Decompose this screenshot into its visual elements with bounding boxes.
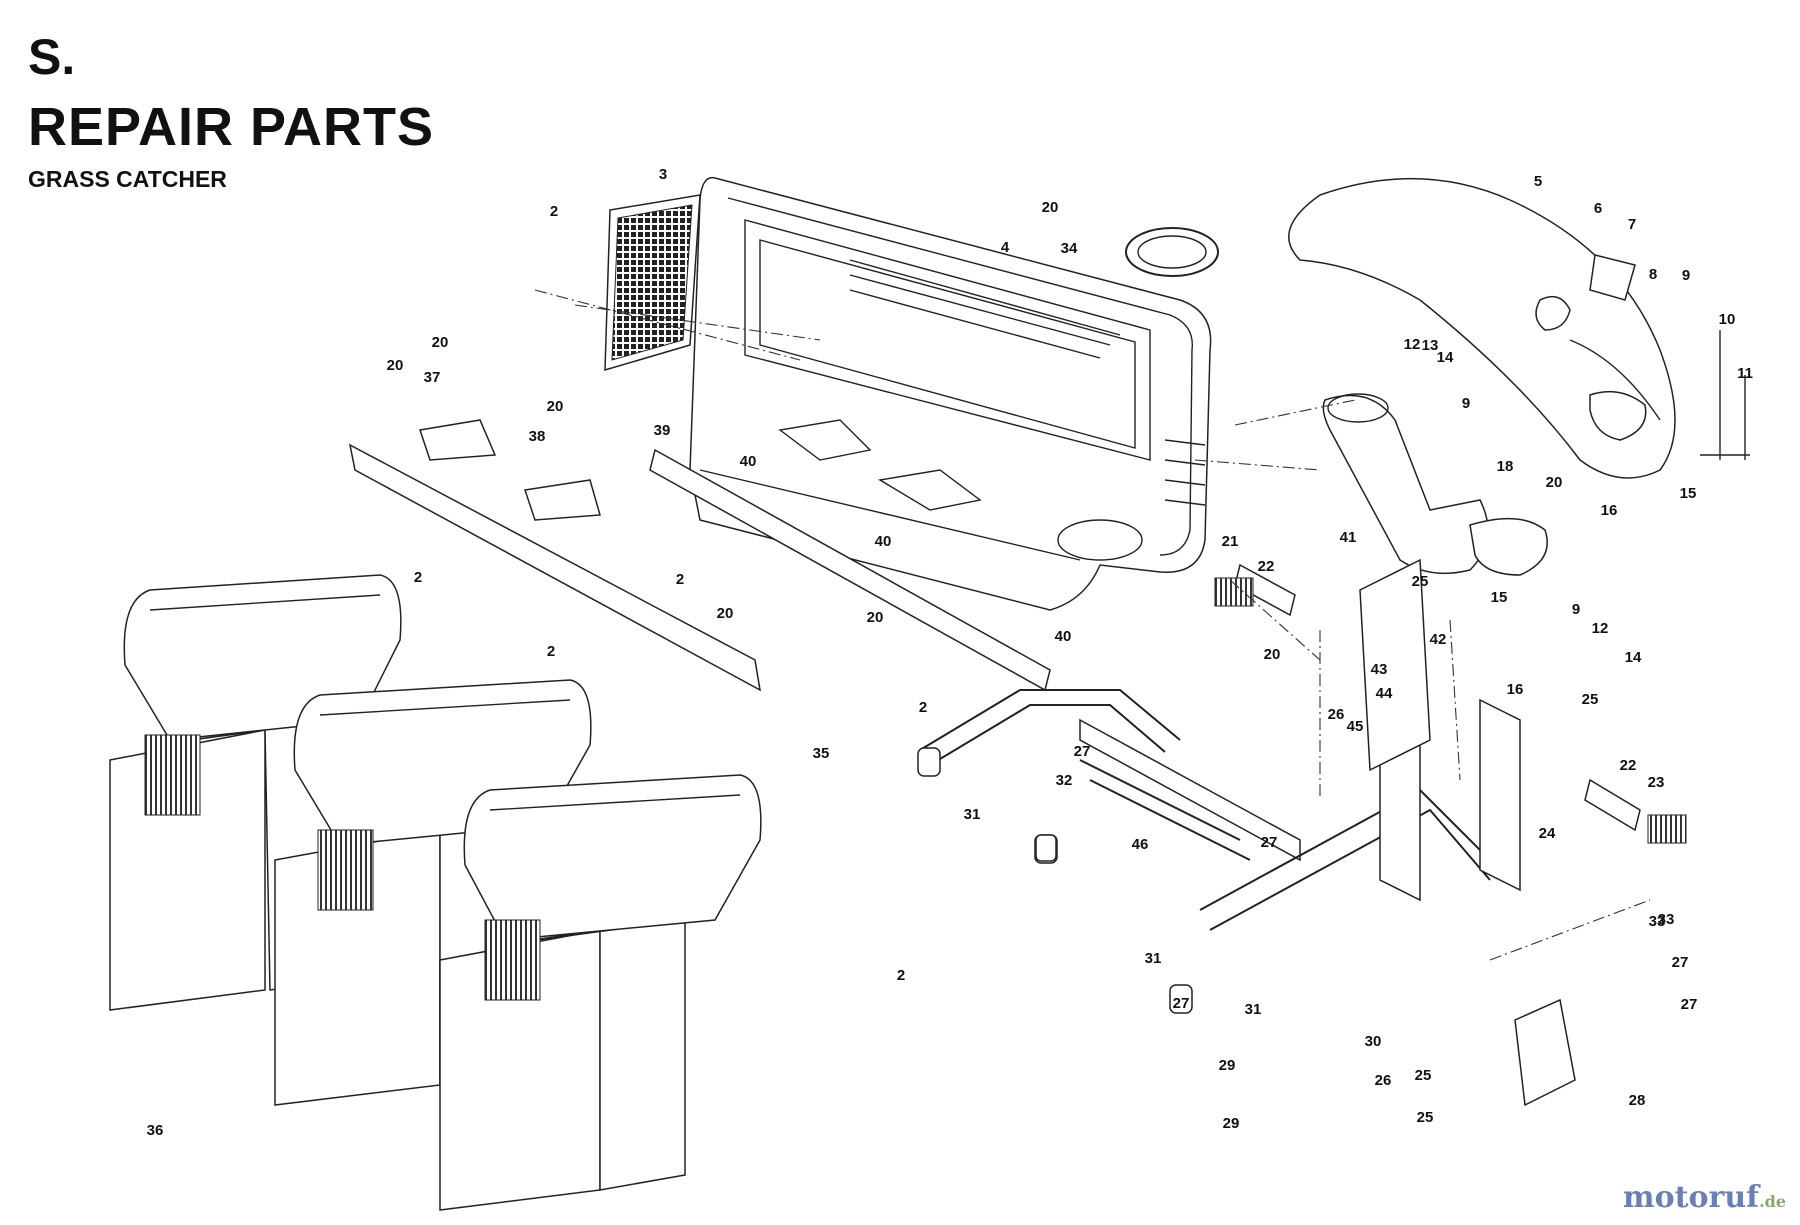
part-callout: 45	[1347, 718, 1364, 735]
part-callout: 22	[1620, 757, 1637, 774]
part-callout: 2	[897, 967, 905, 984]
part-callout: 20	[867, 609, 884, 626]
part-callout: 20	[547, 398, 564, 415]
part-callout: 28	[1629, 1092, 1646, 1109]
part-callout: 15	[1680, 485, 1697, 502]
watermark-logo: motoruf.de	[1622, 1180, 1786, 1215]
part-callout: 14	[1625, 649, 1642, 666]
part-callout: 27	[1261, 834, 1278, 851]
part-callout: 9	[1682, 267, 1690, 284]
section-letter: S.	[28, 29, 76, 85]
part-callout: 25	[1417, 1109, 1434, 1126]
part-callout: 25	[1582, 691, 1599, 708]
part-callout: 20	[1546, 474, 1563, 491]
part-callout: 8	[1649, 266, 1657, 283]
part-callout: 33	[1649, 913, 1666, 930]
part-callout: 38	[529, 428, 546, 445]
part-callout: 23	[1648, 774, 1665, 791]
part-callout: 20	[717, 605, 734, 622]
part-callout: 26	[1375, 1072, 1392, 1089]
part-callout: 18	[1497, 458, 1514, 475]
part-callout: 40	[1055, 628, 1072, 645]
frame	[919, 558, 1576, 1107]
mounting-bar	[348, 419, 761, 692]
part-callout: 20	[432, 334, 449, 351]
part-callout: 41	[1340, 529, 1357, 546]
part-callout: 20	[1264, 646, 1281, 663]
part-callout: 22	[1258, 558, 1275, 575]
part-callout: 5	[1534, 173, 1542, 190]
part-callout: 42	[1430, 631, 1447, 648]
part-callout: 29	[1223, 1115, 1240, 1132]
mesh-screen	[604, 194, 701, 372]
part-callout: 9	[1462, 395, 1470, 412]
part-callout: 9	[1572, 601, 1580, 618]
discharge-chute	[1288, 177, 1750, 479]
part-callout: 14	[1437, 349, 1454, 366]
adapter-part	[1322, 393, 1548, 576]
part-callout: 27	[1173, 995, 1190, 1012]
part-callout: 35	[813, 745, 830, 762]
part-callout: 21	[1222, 533, 1239, 550]
part-callout: 4	[1001, 239, 1010, 256]
part-callout: 29	[1219, 1057, 1236, 1074]
part-callout: 37	[424, 369, 441, 386]
part-callout: 31	[964, 806, 981, 823]
part-callout: 6	[1594, 200, 1602, 217]
part-callout: 2	[547, 643, 555, 660]
part-callout: 44	[1376, 685, 1393, 702]
part-callout: 30	[1365, 1033, 1382, 1050]
part-callout: 27	[1672, 954, 1689, 971]
rollers	[917, 563, 1641, 1014]
part-callout: 43	[1371, 661, 1388, 678]
part-callout: 26	[1328, 706, 1345, 723]
part-callout: 25	[1415, 1067, 1432, 1084]
page-title: REPAIR PARTS	[28, 97, 435, 157]
part-callout: 39	[654, 422, 671, 439]
part-callout: 2	[919, 699, 927, 716]
part-callout: 13	[1422, 337, 1439, 354]
ring-part	[1125, 227, 1219, 277]
page-subtitle: GRASS CATCHER	[28, 166, 227, 192]
part-callout: 40	[740, 453, 757, 470]
part-callout: 16	[1507, 681, 1524, 698]
part-callout: 16	[1601, 502, 1618, 519]
part-callout: 36	[147, 1122, 164, 1139]
part-callout: 7	[1628, 216, 1636, 233]
catcher-hood	[689, 176, 1212, 611]
part-callout: 12	[1404, 336, 1421, 353]
part-callout: 20	[387, 357, 404, 374]
part-callout: 12	[1592, 620, 1609, 637]
part-callout: 46	[1132, 836, 1149, 853]
grass-bags	[109, 574, 762, 1211]
part-callout: 2	[676, 571, 684, 588]
part-callout: 31	[1245, 1001, 1262, 1018]
part-callout: 33	[1658, 911, 1675, 928]
springs	[1214, 577, 1687, 844]
part-callout: 34	[1061, 240, 1078, 257]
part-callout: 11	[1737, 365, 1753, 382]
assembly-lines	[534, 289, 1651, 961]
part-callout: 25	[1412, 573, 1429, 590]
part-callout: 40	[875, 533, 892, 550]
part-callout: 32	[1056, 772, 1073, 789]
part-callout: 31	[1145, 950, 1162, 967]
part-callout: 27	[1074, 743, 1091, 760]
part-callout: 15	[1491, 589, 1508, 606]
part-callout: 3	[659, 166, 667, 183]
part-callout: 10	[1719, 311, 1736, 328]
part-callout: 27	[1681, 996, 1698, 1013]
part-callout: 2	[550, 203, 558, 220]
part-callout: 2	[414, 569, 422, 586]
part-callout: 24	[1539, 825, 1556, 842]
part-callout: 20	[1042, 199, 1059, 216]
